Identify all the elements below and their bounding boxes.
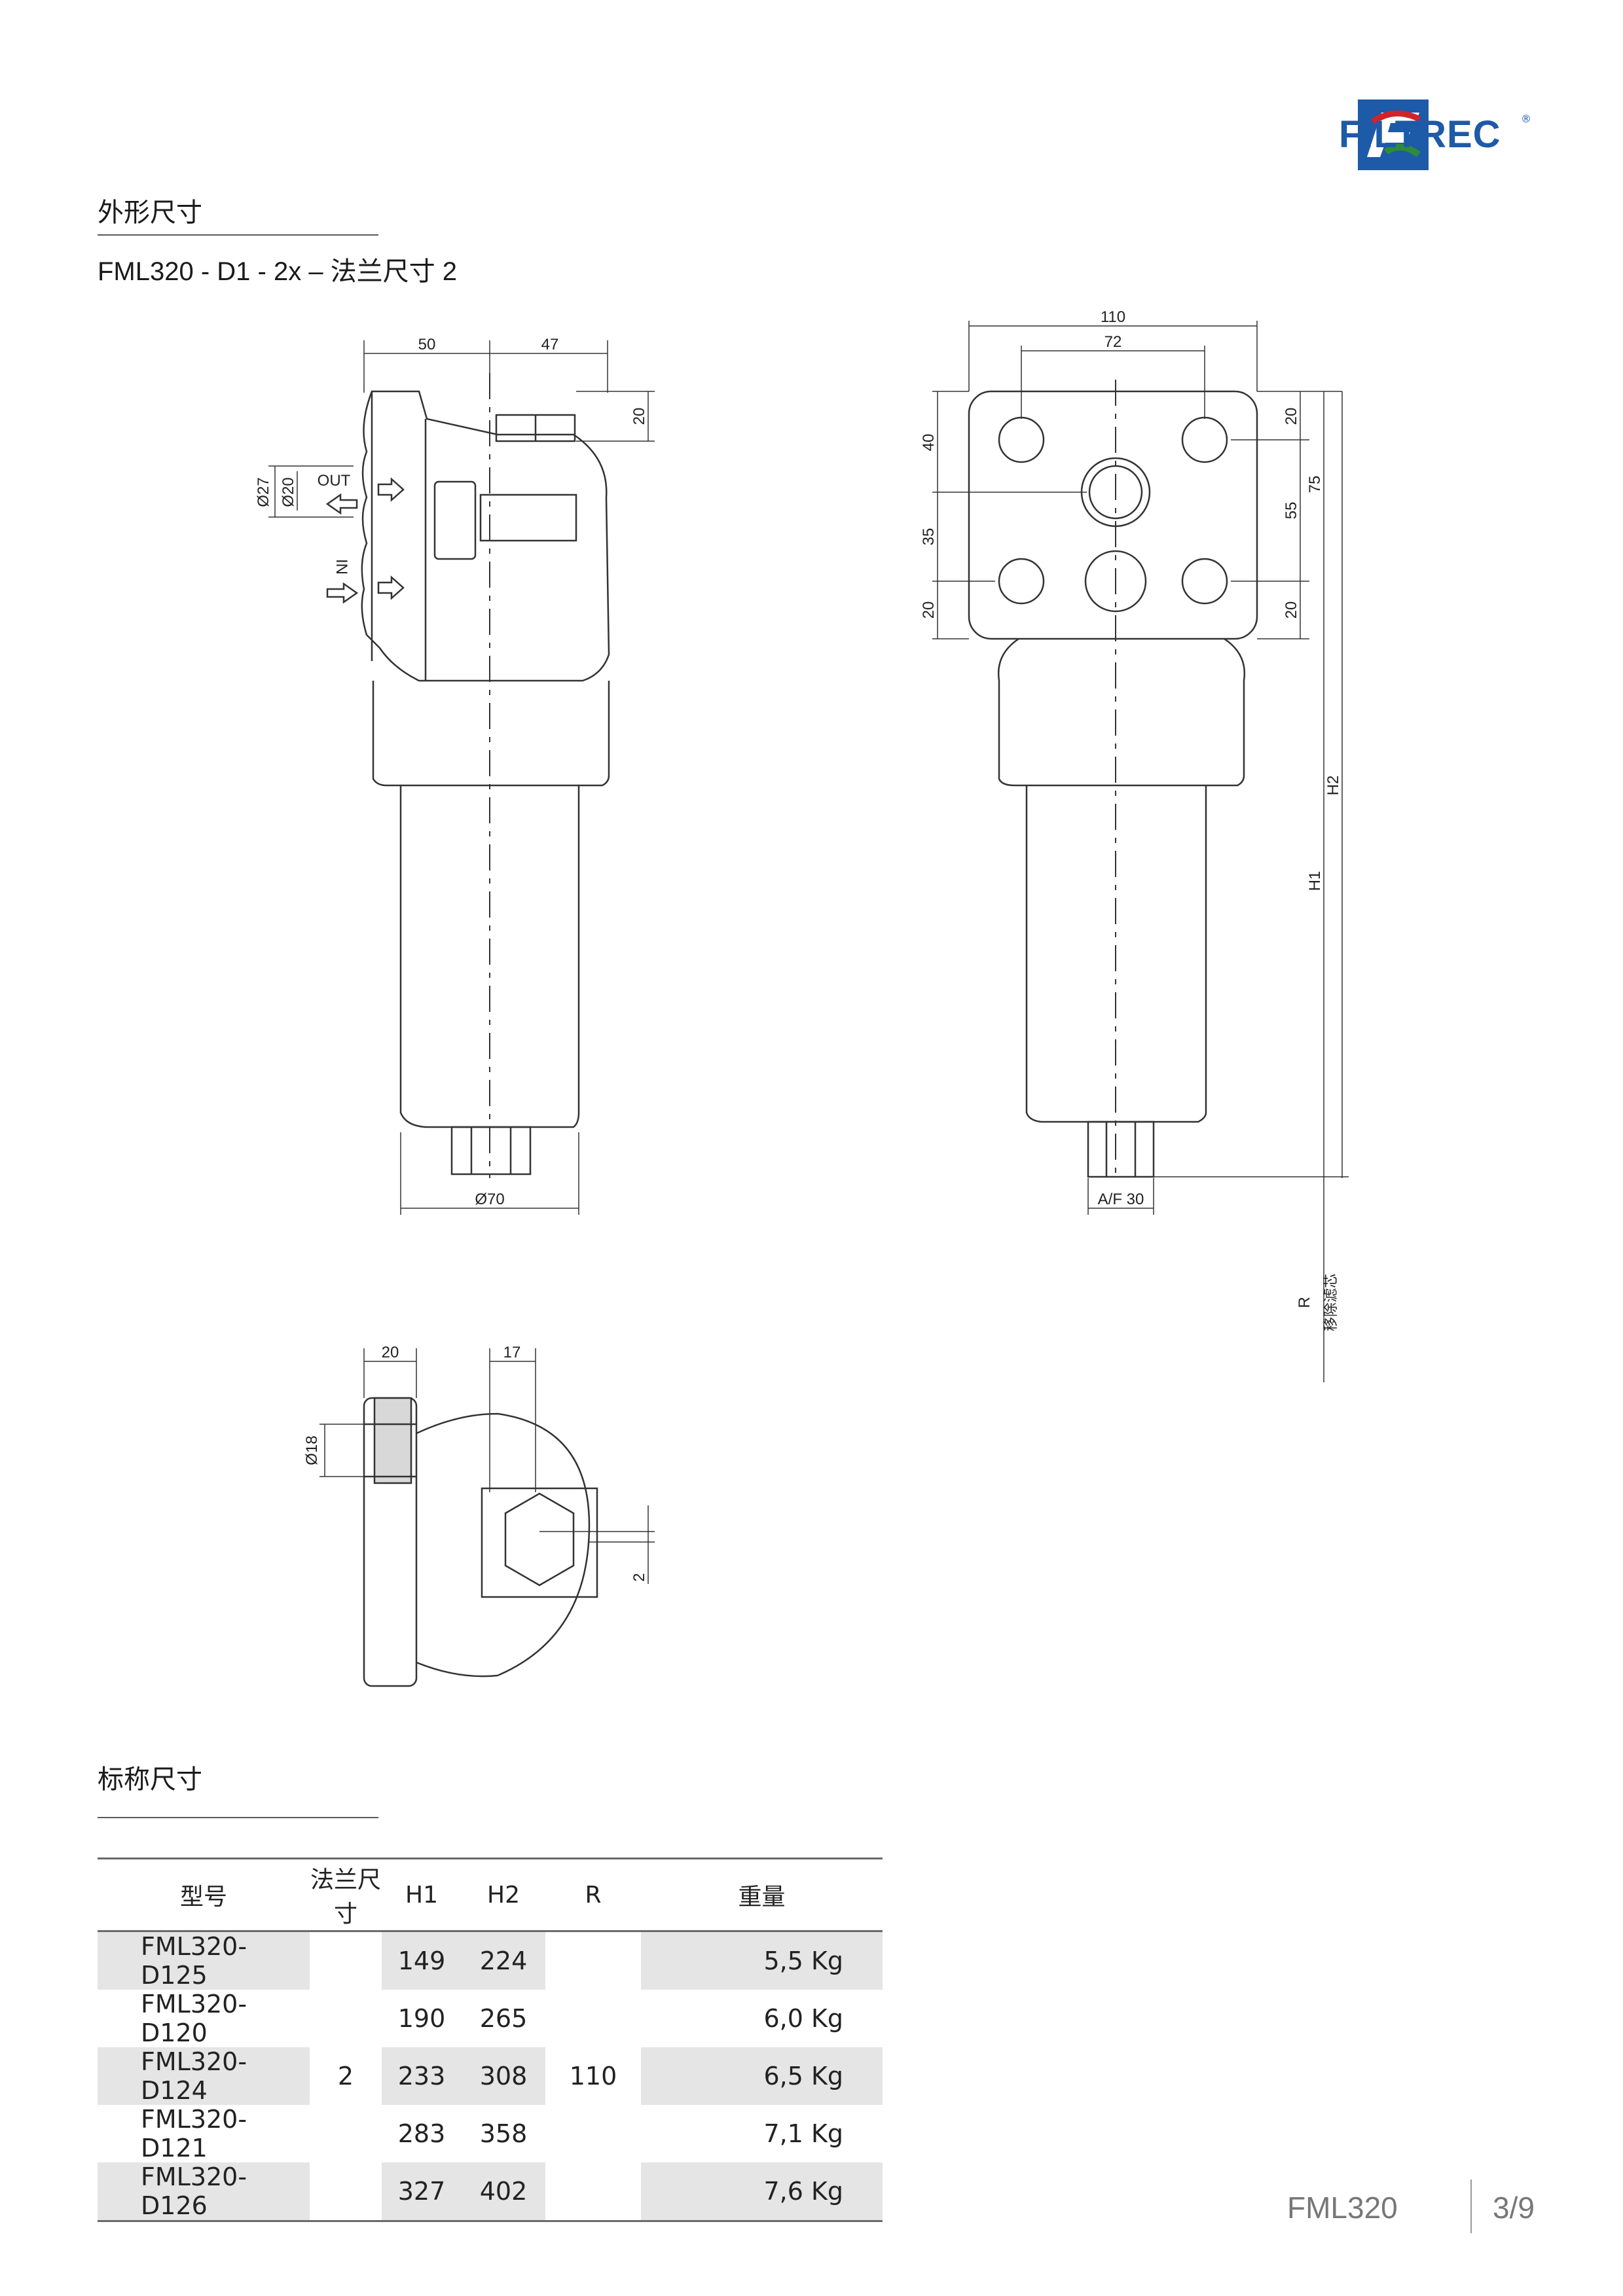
dim-2: 2 (630, 1573, 648, 1581)
table-header-row: 型号 法兰尺寸 H1 H2 R 重量 (98, 1858, 883, 1931)
title-rule (98, 234, 378, 236)
flange-view (363, 1397, 598, 1687)
cell-h1: 283 (397, 2119, 446, 2148)
outline-dimensions-title: 外形尺寸 (98, 198, 202, 228)
table-row: FML320-D120 190 265 6,0 Kg (98, 1990, 883, 2047)
dim-110: 110 (1101, 308, 1125, 326)
side-view (361, 390, 610, 1175)
cell-weight: 7,1 Kg (763, 2119, 843, 2148)
footer-model: FML320 (1287, 2191, 1398, 2225)
dim-af-30: A/F 30 (1098, 1191, 1144, 1208)
dim-20-left: 20 (920, 601, 938, 619)
technical-drawing: 50 47 20 Ø27 Ø20 OUT IN Ø70 110 72 40 35… (255, 308, 1349, 1687)
dim-47: 47 (541, 336, 559, 353)
cell-h2: 224 (462, 1931, 545, 1990)
table-row: FML320-D121 283 358 7,1 Kg (98, 2105, 883, 2162)
brand-registered-mark: ® (1521, 113, 1531, 125)
cell-h1: 233 (382, 2047, 462, 2105)
cell-model: FML320-D121 (141, 2105, 247, 2162)
dim-17: 17 (503, 1344, 521, 1361)
dim-h2: H2 (1324, 776, 1342, 796)
dim-20-right-bottom: 20 (1283, 601, 1300, 619)
dim-20-flange: 20 (382, 1344, 399, 1361)
table-row: FML320-D126 327 402 7,6 Kg (98, 2162, 883, 2221)
nominal-dimensions-table: 型号 法兰尺寸 H1 H2 R 重量 FML320-D125 2 149 224… (98, 1857, 883, 2222)
col-header-weight: 重量 (738, 1884, 786, 1910)
cell-model: FML320-D126 (98, 2162, 310, 2221)
cell-weight: 7,6 Kg (641, 2162, 883, 2221)
cell-h2: 402 (462, 2162, 545, 2221)
table-row: FML320-D125 2 149 224 110 5,5 Kg (98, 1931, 883, 2090)
cell-model: FML320-D125 (98, 1931, 310, 1990)
in-label: IN (333, 559, 350, 575)
footer-divider (1470, 2179, 1472, 2233)
nominal-dimensions-title: 标称尺寸 (98, 1765, 202, 1795)
cell-h2: 358 (479, 2119, 528, 2148)
cell-model: FML320-D124 (98, 2047, 310, 2105)
cell-h1: 190 (397, 2004, 446, 2033)
cell-h2: 308 (462, 2047, 545, 2105)
brand-name: FILTREC (1339, 113, 1501, 156)
dim-h1: H1 (1306, 871, 1324, 891)
dim-50: 50 (418, 336, 436, 353)
col-header-model: 型号 (179, 1884, 227, 1910)
cell-model: FML320-D120 (141, 1990, 247, 2047)
title-rule-2 (98, 1817, 378, 1818)
col-header-r: R (585, 1881, 602, 1909)
cell-h1: 327 (382, 2162, 462, 2221)
cell-weight: 6,0 Kg (763, 2004, 843, 2033)
front-view (968, 390, 1258, 1178)
remove-element-note: 移除滤芯 (1323, 1274, 1340, 1331)
dim-72: 72 (1104, 333, 1122, 351)
cell-weight: 5,5 Kg (641, 1931, 883, 1990)
dim-dia-18: Ø18 (303, 1435, 321, 1465)
dim-55: 55 (1283, 502, 1300, 520)
out-label: OUT (318, 472, 351, 490)
filtrec-logo (1358, 99, 1429, 170)
dim-75: 75 (1306, 476, 1324, 493)
cell-weight: 6,5 Kg (641, 2047, 883, 2105)
col-header-h2: H2 (487, 1881, 520, 1909)
col-header-flange: 法兰尺寸 (310, 1867, 382, 1928)
dim-20-side: 20 (630, 408, 648, 425)
drawing-subtitle: FML320 - D1 - 2x – 法兰尺寸 2 (98, 257, 458, 286)
table-row: FML320-D124 233 308 6,5 Kg (98, 2047, 883, 2105)
dim-20-right-top: 20 (1283, 408, 1300, 425)
cell-h1: 149 (382, 1931, 462, 1990)
page-number: 3/9 (1493, 2191, 1535, 2225)
dim-r: R (1296, 1297, 1313, 1308)
dim-35: 35 (920, 528, 938, 546)
cell-flange-size: 2 (337, 2062, 354, 2090)
col-header-h1: H1 (405, 1881, 438, 1909)
cell-h2: 265 (479, 2004, 528, 2033)
dim-dia-27: Ø27 (255, 477, 272, 507)
dim-dia-20: Ø20 (280, 477, 297, 507)
cell-r: 110 (569, 2062, 617, 2090)
dim-dia-70: Ø70 (475, 1191, 504, 1208)
dim-40: 40 (920, 434, 938, 452)
